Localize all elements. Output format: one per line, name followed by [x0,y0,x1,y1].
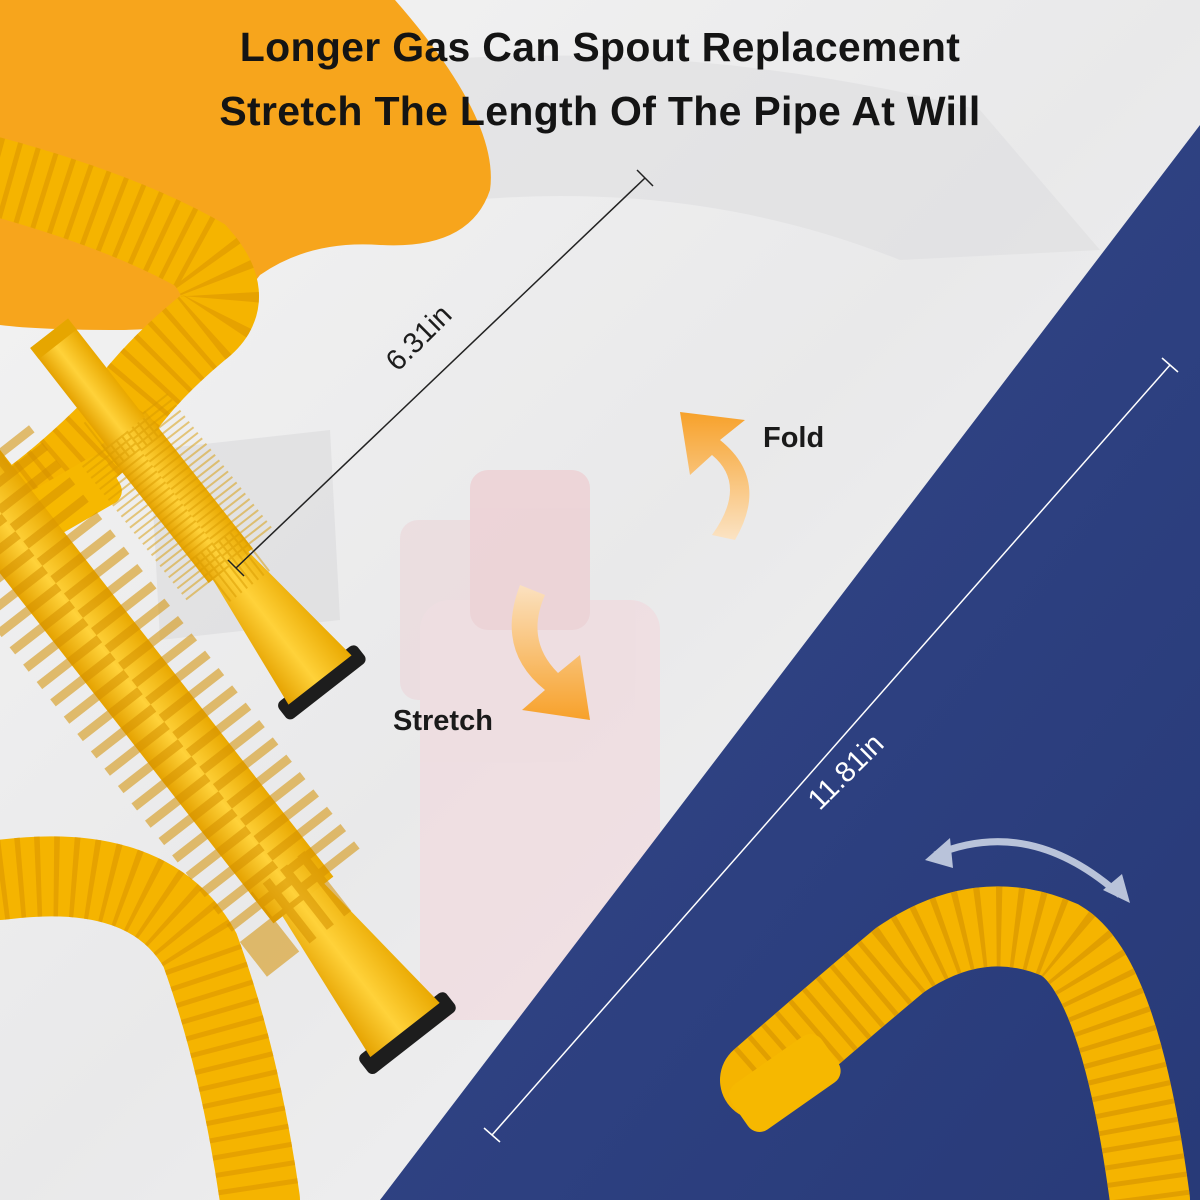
headline-line-2: Stretch The Length Of The Pipe At Will [219,88,981,134]
coiled-hose-bottom-left [0,836,300,1200]
dimension-line-long [483,357,1179,1143]
bend-double-arrow-icon [925,838,1130,903]
fold-arrow-icon [680,412,750,540]
stretch-arrow-icon [511,585,590,720]
coiled-hose-bottom-right [720,886,1190,1200]
fold-label: Fold [763,422,825,454]
background-scene [150,55,1100,1020]
spout-folded [30,318,366,720]
spout-stretched [0,385,456,1075]
dimension-line-short [227,169,654,577]
stretch-label: Stretch [393,705,493,737]
headline-line-1: Longer Gas Can Spout Replacement [239,24,961,70]
